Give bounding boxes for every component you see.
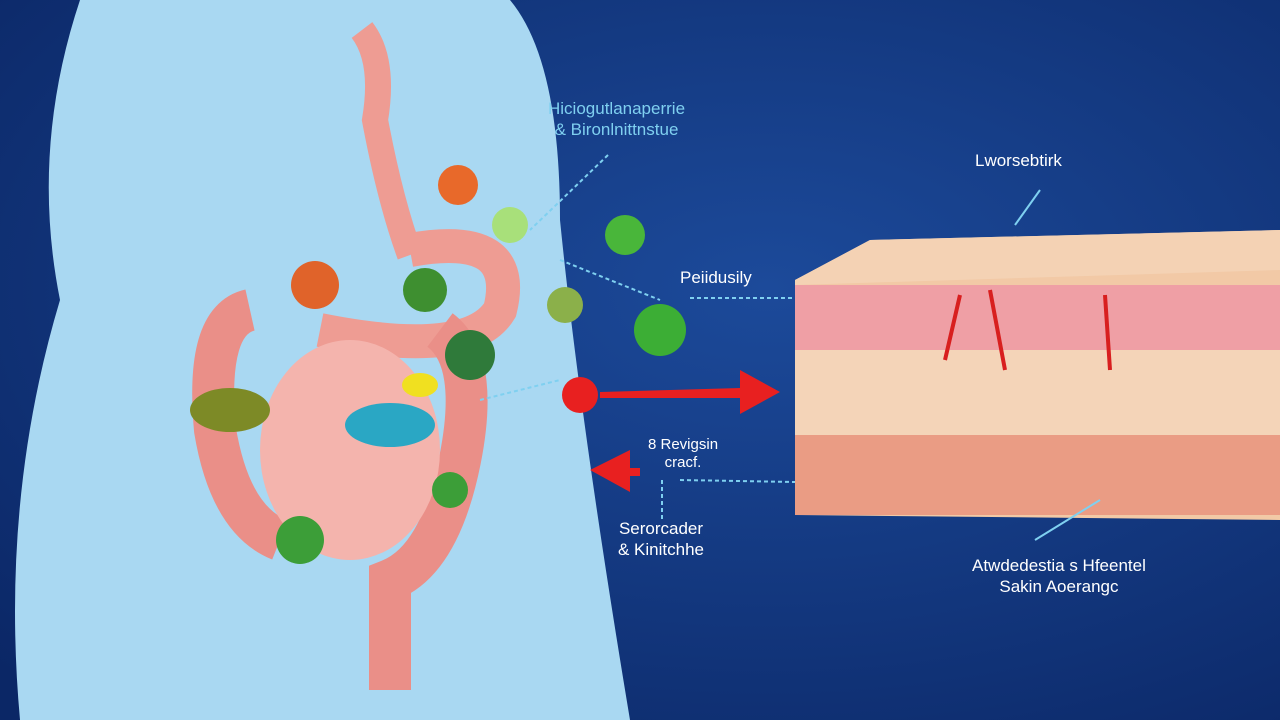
arrow-left <box>590 450 640 492</box>
inflammation-burst <box>562 377 598 413</box>
label-line: Atwdedestia s Hfeentel <box>972 556 1146 575</box>
label-bottom-left: Serorcader & Kinitchhe <box>618 518 704 560</box>
label-top-left: Hiciogutlanaperrie & Bironlnittnstue <box>548 98 685 140</box>
pointer-skin-top <box>1014 189 1041 226</box>
label-line: Serorcader <box>618 519 704 538</box>
microbes <box>190 165 686 564</box>
label-line: 8 Revigsin <box>648 436 719 453</box>
arrow-right <box>600 370 780 414</box>
label-middle: Peiidusily <box>680 268 752 287</box>
label-line: & Kinitchhe <box>618 540 704 559</box>
small-intestine <box>260 340 440 560</box>
label-center: 8 Revigsin cracf. <box>648 436 718 472</box>
label-skin-top: Lworsebtirk <box>975 151 1062 170</box>
pointer-skin-bottom <box>1034 499 1101 541</box>
leader-lines <box>479 154 796 520</box>
label-line: Hiciogutlanaperrie <box>548 99 686 118</box>
label-bottom-right: Atwdedestia s Hfeentel Sakin Aoerangc <box>972 555 1146 597</box>
label-line: Sakin Aoerangc <box>999 577 1119 596</box>
stomach <box>316 229 521 359</box>
label-line: cracf. <box>664 454 702 471</box>
skin-cross-section <box>795 230 1280 520</box>
esophagus <box>351 22 423 260</box>
label-line: & Bironlnittnstue <box>554 120 679 139</box>
